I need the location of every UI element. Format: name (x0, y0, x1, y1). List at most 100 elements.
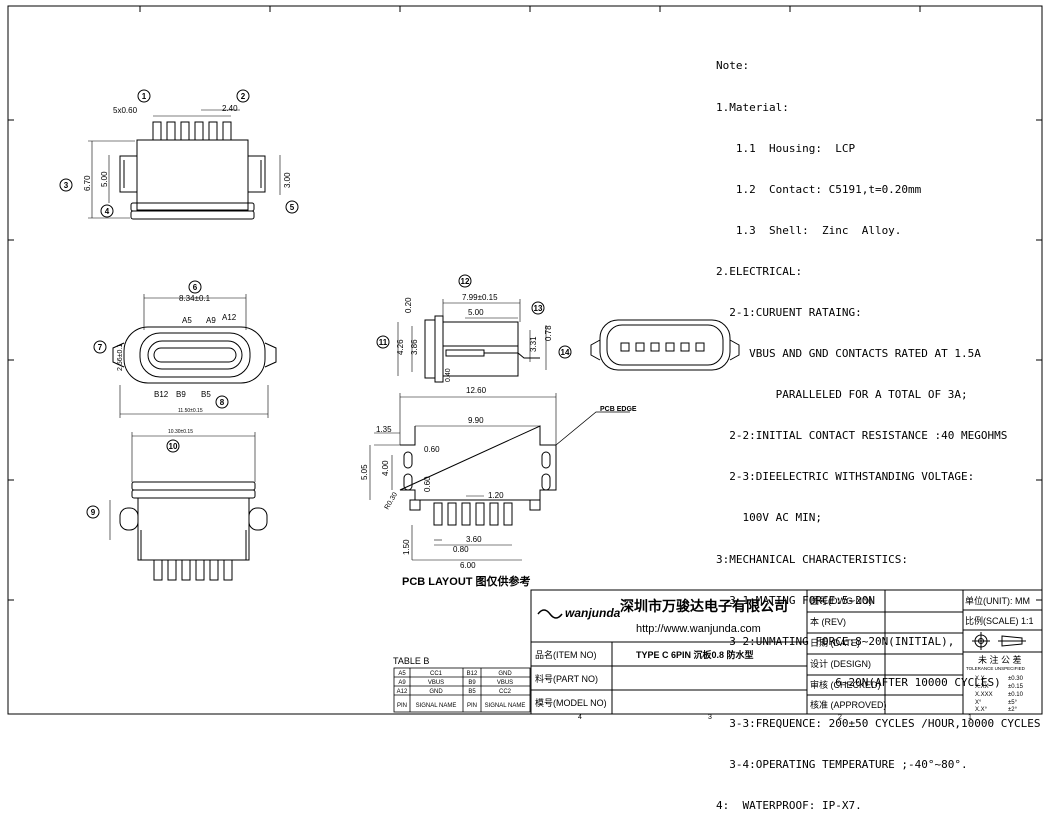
balloon-4: 4 (105, 207, 110, 216)
table-b-cell: SIGNAL NAME (485, 703, 526, 709)
approved-label: 核准 (APPROVED) (810, 699, 887, 710)
dim-r030: R0.30 (384, 491, 399, 511)
note-line: 1.1 Housing: LCP (716, 141, 856, 155)
part-label: 料号(PART NO) (535, 673, 598, 684)
table-b-cell: CC1 (430, 671, 443, 677)
drawing-sheet: 5x0.60 2.40 6.70 5.00 3.00 8.34±0.1 2.56… (7, 5, 1043, 719)
note-line: 2-1:CURUENT RATAING: (716, 305, 862, 319)
note-line: VBUS AND GND CONTACTS RATED AT 1.5A (716, 347, 981, 361)
dim-bottom-width: 10.30±0.15 (168, 429, 193, 435)
balloon-6: 6 (193, 283, 198, 292)
dim-500-top: 5.00 (100, 171, 109, 187)
note-line: 3-2:UNMATING FORCE:8~20N(INITIAL), (716, 634, 955, 648)
title-block-grid (530, 589, 1043, 715)
end-view (590, 319, 740, 371)
border-number: 1 (968, 714, 972, 719)
balloon-7: 7 (98, 343, 103, 352)
pin-label-b9: B9 (176, 390, 186, 399)
company-logo (537, 609, 563, 619)
balloon-5: 5 (290, 203, 295, 212)
dim-080: 0.80 (453, 545, 469, 554)
balloon-10: 10 (169, 442, 178, 451)
dim-386: 3.86 (410, 339, 419, 355)
pcb-slots (403, 451, 551, 491)
table-b-cell: B9 (468, 680, 476, 686)
table-b-cell: CC2 (499, 689, 512, 695)
dim-020: 0.20 (404, 297, 413, 313)
table-b-cell: B12 (467, 671, 478, 677)
item-label: 品名(ITEM NO) (535, 649, 597, 660)
table-b-title: TABLE B (393, 656, 429, 666)
bottom-pins (153, 559, 233, 581)
table-b-cell: VBUS (428, 680, 444, 686)
pin-label-a9: A9 (206, 316, 216, 325)
pcb-edge-label: PCB EDGE (600, 406, 637, 413)
tol-value: ±0.10 (1008, 692, 1024, 698)
note-line: 100V AC MIN; (716, 511, 822, 525)
notes-block: Note: 1.Material: 1.1 Housing: LCP 1.2 C… (716, 32, 1041, 826)
tol-value: ±5° (1008, 700, 1018, 706)
balloon-14: 14 (561, 348, 570, 357)
logo-text: wanjunda (565, 606, 621, 620)
note-line: 2-3:DIEELECTRIC WITHSTANDING VOLTAGE: (716, 470, 975, 484)
border-ticks (8, 6, 1042, 601)
dim-240: 2.40 (222, 104, 238, 113)
dim-990: 9.90 (468, 416, 484, 425)
balloon-8: 8 (220, 398, 225, 407)
border-number: 4 (578, 714, 582, 719)
dim-670: 6.70 (83, 175, 92, 191)
table-b-cell: GND (498, 671, 512, 677)
dim-505: 5.05 (360, 464, 369, 480)
note-line: PARALLELED FOR A TOTAL OF 3A; (716, 388, 968, 402)
balloon-2: 2 (241, 92, 246, 101)
dim-1260: 12.60 (466, 386, 487, 395)
dim-120: 1.20 (488, 491, 504, 500)
scale-label: 比例(SCALE) 1:1 (965, 615, 1034, 626)
dim-426: 4.26 (396, 339, 405, 355)
note-line: 1.3 Shell: Zinc Alloy. (716, 223, 902, 237)
table-b-cells: A5 CC1 B12 GND A9 VBUS B9 VBUS A12 GND B… (397, 671, 526, 709)
table-b-cell: A9 (398, 680, 406, 686)
side-view (397, 299, 547, 383)
dim-799: 7.99±0.15 (462, 293, 498, 302)
pin-label-b5: B5 (201, 390, 211, 399)
table-b-cell: A12 (397, 689, 408, 695)
tol-key: X.XXX (975, 692, 993, 698)
dim-331: 3.31 (529, 336, 538, 352)
date-label: 日期 (DATE) (810, 638, 860, 648)
note-line: 3-4:OPERATING TEMPERATURE ;-40°~80°. (716, 758, 968, 771)
tolerance-subtitle: TOLERANCE UNSPECIFIED (966, 666, 1026, 671)
end-view-contacts (620, 342, 705, 352)
bottom-view (109, 432, 268, 581)
table-b-cell: PIN (397, 703, 407, 709)
balloon-13: 13 (534, 304, 543, 313)
company-name: 深圳市万骏达电子有限公司 (620, 598, 788, 614)
projection-symbol-icon (972, 632, 1026, 650)
dim-300: 3.00 (283, 172, 292, 188)
balloon-12: 12 (461, 277, 470, 286)
dim-060-a: 0.60 (424, 445, 440, 454)
design-label: 设计 (DESIGN) (810, 658, 871, 669)
dwg-label: 图号(DWG NO) (810, 596, 872, 606)
dim-400: 4.00 (381, 460, 390, 476)
table-b-cell: A5 (398, 671, 406, 677)
unit-label: 单位(UNIT): MM (965, 595, 1030, 606)
border-number: 2 (838, 714, 842, 719)
note-line: 1.Material: (716, 100, 789, 114)
dim-060-b: 0.60 (423, 476, 432, 492)
tol-value: ±0.15 (1008, 684, 1024, 690)
dim-500-side: 5.00 (468, 308, 484, 317)
rev-label: 本 (REV) (810, 616, 846, 627)
tol-key: X.X (975, 676, 985, 682)
balloon-9: 9 (91, 508, 96, 517)
note-line: 3-1:MATING FORCE:5~20N (716, 593, 875, 607)
dim-040: 0.40 (445, 368, 452, 382)
dim-256: 2.56±0.1 (117, 344, 124, 371)
pin-label-b12: B12 (154, 390, 169, 399)
company-url: http://www.wanjunda.com (636, 623, 761, 635)
pcb-layout-caption: PCB LAYOUT 图仅供参考 (402, 574, 531, 588)
balloon-11: 11 (379, 338, 388, 347)
balloons (59, 89, 572, 519)
table-b-cell: GND (429, 689, 443, 695)
balloon-3: 3 (64, 181, 69, 190)
